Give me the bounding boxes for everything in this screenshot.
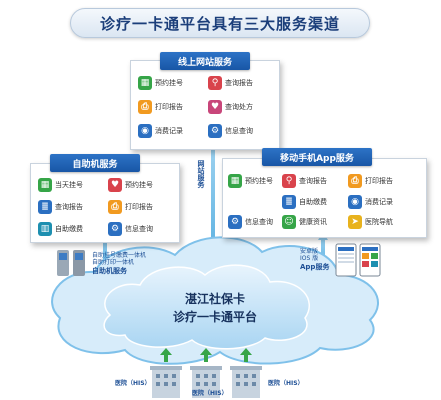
website-service-vertical-label: 网站服务	[197, 160, 205, 188]
mobile-item-print-report: ⎙打印报告	[348, 174, 393, 188]
mobile-caption-bold: App服务	[300, 263, 330, 271]
building-icon: ▦	[38, 178, 52, 192]
kiosk-item-query-report: ≣查询报告	[38, 200, 83, 214]
document-icon: ≣	[38, 200, 52, 214]
search-icon: ⚲	[282, 174, 296, 188]
search-icon: ⚲	[208, 76, 222, 90]
hospital-building-2	[190, 366, 222, 398]
arrow-online-up	[208, 142, 218, 250]
center-title-line-2: 诊疗一卡通平台	[172, 310, 257, 324]
center-title-line-1: 湛江社保卡	[184, 292, 245, 306]
gear-icon: ⚙	[228, 215, 242, 229]
kiosk-item-payment: ▥自助缴费	[38, 222, 83, 236]
mobile-service-header: 移动手机App服务	[262, 148, 372, 166]
building-icon: ▦	[228, 174, 242, 188]
arrow-mobile-up	[318, 232, 328, 268]
mobile-phone-image	[335, 243, 381, 277]
kiosk-service-header: 自助机服务	[50, 154, 140, 172]
eye-icon: ◉	[138, 124, 152, 138]
mobile-caption-line-2: IOS 版	[300, 255, 319, 262]
arrow-kiosk-up	[100, 232, 110, 268]
kiosk-item-sameday: ▦当天挂号	[38, 178, 83, 192]
kiosk-caption-line-2: 自助打印一体机	[92, 259, 135, 266]
kiosk-caption-bold: 自助机服务	[92, 267, 127, 275]
hospital-label-2: 医院（HIS）	[192, 390, 228, 397]
gear-icon: ⚙	[108, 222, 122, 236]
kiosk-machine-image	[57, 250, 85, 276]
kiosk-item-print-report: ⎙打印报告	[108, 200, 153, 214]
mobile-item-payment: ≣自助缴费	[282, 195, 327, 209]
person-icon: ☺	[282, 215, 296, 229]
online-item-prescription: ♥查询处方	[208, 100, 253, 114]
mobile-item-register: ▦预约挂号	[228, 174, 273, 188]
hospital-building-1	[150, 366, 182, 398]
hospital-label-1: 医院（HIS）	[115, 380, 151, 387]
printer-icon: ⎙	[138, 100, 152, 114]
cloud-core	[103, 264, 311, 350]
mobile-item-navigation: ➤医院导航	[348, 215, 393, 229]
online-item-register: ▦预约挂号	[138, 76, 183, 90]
arrow-icon: ➤	[348, 215, 362, 229]
mobile-item-consumption: ◉消费记录	[348, 195, 393, 209]
arrow-hospital-3	[240, 348, 252, 362]
printer-icon: ⎙	[108, 200, 122, 214]
heart-icon: ♥	[208, 100, 222, 114]
mobile-item-query-report: ⚲查询报告	[282, 174, 327, 188]
kiosk-caption-line-1: 自助挂号缴费一体机	[92, 252, 147, 259]
eye-icon: ◉	[348, 195, 362, 209]
online-item-consumption: ◉消费记录	[138, 124, 183, 138]
heart-icon: ♥	[108, 178, 122, 192]
mobile-caption-line-1: 安卓版	[300, 248, 319, 255]
printer-icon: ⎙	[348, 174, 362, 188]
kiosk-item-register: ♥预约挂号	[108, 178, 153, 192]
document-icon: ≣	[282, 195, 296, 209]
online-service-header: 线上网站服务	[160, 52, 250, 70]
mobile-item-health: ☺健康资讯	[282, 215, 327, 229]
online-service-panel	[130, 60, 280, 150]
hospital-building-3	[230, 366, 262, 398]
hospital-label-3: 医院（HIS）	[268, 380, 304, 387]
arrow-hospital-1	[160, 348, 172, 362]
online-item-info: ⚙信息查询	[208, 124, 253, 138]
building-icon: ▦	[138, 76, 152, 90]
mobile-item-info: ⚙信息查询	[228, 215, 273, 229]
gear-icon: ⚙	[208, 124, 222, 138]
kiosk-item-info: ⚙信息查询	[108, 222, 153, 236]
online-item-query-report: ⚲查询报告	[208, 76, 253, 90]
online-item-print-report: ⎙打印报告	[138, 100, 183, 114]
page-title: 诊疗一卡通平台具有三大服务渠道	[70, 8, 370, 38]
arrow-hospital-2	[200, 348, 212, 362]
bars-icon: ▥	[38, 222, 52, 236]
